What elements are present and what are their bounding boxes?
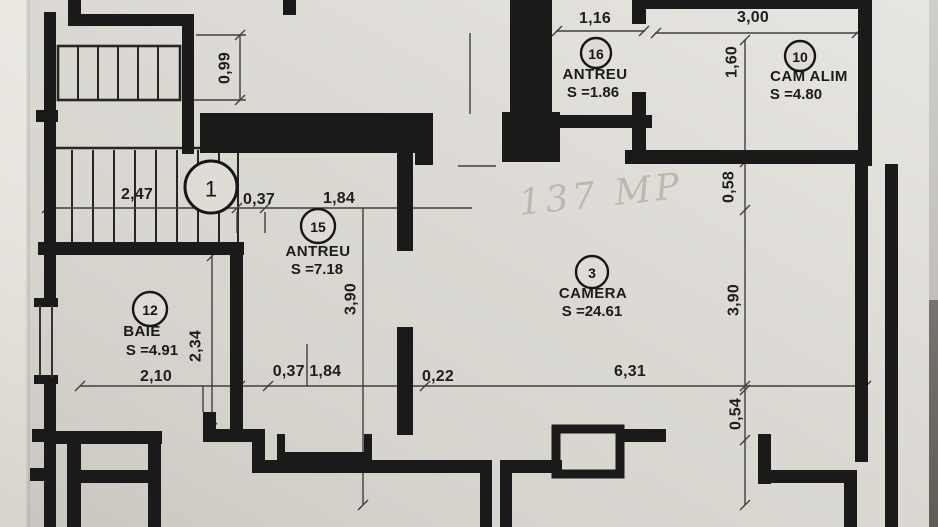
- wall-segment: [397, 153, 413, 251]
- wall-segment: [47, 431, 162, 444]
- wall-segment: [148, 444, 161, 527]
- room-area-12: S =4.91: [126, 342, 178, 359]
- wall-segment: [643, 0, 868, 9]
- room-name-12: BAIE: [123, 323, 160, 340]
- window-left: [39, 305, 53, 377]
- room-area-15: S =7.18: [291, 261, 343, 278]
- dim-label-054: 0,54: [728, 398, 745, 430]
- wall-segment: [632, 0, 646, 24]
- window-glazing-lines: [39, 305, 53, 377]
- wall-segment: [44, 382, 56, 433]
- room-circle-15: [299, 207, 337, 245]
- dim-ext-bottom: [202, 344, 308, 412]
- dim-label-160: 1,60: [724, 46, 741, 78]
- room-circle-10: [783, 39, 817, 73]
- wall-segment: [44, 122, 56, 248]
- room-circle-16: [579, 36, 613, 70]
- wall-segment: [480, 460, 492, 527]
- dimension-labels: 1,16 3,00 0,99 2,47 0,37 1,84 1,60 0,58 …: [121, 9, 769, 430]
- wall-segment: [415, 150, 433, 165]
- wall-segment: [200, 113, 433, 153]
- wall-segment: [855, 162, 868, 462]
- wall-segment: [758, 470, 857, 483]
- dim-label-390-left: 3,90: [343, 283, 360, 315]
- wall-segment: [36, 110, 58, 122]
- room-area-16: S =1.86: [567, 84, 619, 101]
- dim-label-234: 2,34: [188, 330, 205, 362]
- wall-segment: [510, 0, 552, 118]
- room-number-12: 12: [142, 302, 158, 318]
- wall-segment: [252, 460, 492, 473]
- room-area-3: S =24.61: [562, 303, 622, 320]
- room-number-1: 1: [205, 177, 217, 202]
- wall-segment: [67, 444, 81, 527]
- pillar-outline: [551, 424, 625, 479]
- dim-line-top: [556, 30, 858, 34]
- wall-segment: [625, 150, 868, 164]
- wall-segment: [38, 242, 244, 255]
- wall-segment: [397, 327, 413, 435]
- wall-segment: [283, 0, 296, 15]
- wall-segment: [885, 164, 898, 527]
- wall-segment: [844, 470, 857, 527]
- walls: [30, 0, 898, 527]
- wall-segment: [203, 412, 216, 432]
- window-sill-bottom: [34, 375, 58, 384]
- room-name-3: CAMERA: [559, 285, 627, 302]
- room-number-10: 10: [792, 49, 808, 65]
- wall-segment: [252, 429, 265, 469]
- dim-label-247: 2,47: [121, 186, 153, 203]
- wall-segment: [44, 429, 56, 527]
- wall-segment: [30, 468, 46, 481]
- dim-label-116: 1,16: [579, 10, 611, 27]
- dim-label-184: 1,84: [323, 190, 355, 207]
- wall-segment: [78, 470, 160, 483]
- dim-label-210: 2,10: [140, 368, 172, 385]
- room-area-10: S =4.80: [770, 86, 822, 103]
- wall-segment: [203, 429, 265, 442]
- wall-segment: [500, 460, 562, 473]
- room-number-3: 3: [588, 265, 596, 281]
- dim-label-390-right: 3,90: [726, 284, 743, 316]
- room-labels: 1 15 ANTREU S =7.18 12 BAIE S =4.91 3 CA…: [123, 36, 848, 359]
- wall-segment: [548, 115, 652, 128]
- wall-segment: [68, 14, 194, 26]
- wall-segment: [182, 14, 194, 154]
- dim-label-099: 0,99: [217, 52, 234, 84]
- dim-label-022: 0,22: [422, 368, 454, 385]
- dim-ticks-top: [551, 25, 863, 39]
- wall-segment: [858, 0, 872, 166]
- niche-wall: [277, 434, 285, 460]
- dim-ticks-099: [234, 29, 246, 106]
- dim-label-631: 6,31: [614, 363, 646, 380]
- wall-segment: [44, 12, 56, 122]
- room-number-16: 16: [588, 46, 604, 62]
- wall-segment: [500, 460, 512, 527]
- room-circle-3: [574, 254, 610, 290]
- dim-ticks-390-left: [357, 499, 369, 511]
- dim-label-300: 3,00: [737, 9, 769, 26]
- dim-label-058: 0,58: [721, 171, 738, 203]
- wall-segment: [618, 429, 666, 442]
- room-circle-12: [131, 290, 169, 328]
- wall-segment: [230, 242, 243, 435]
- dim-ext-hall: [458, 33, 496, 167]
- room-name-16: ANTREU: [563, 66, 628, 83]
- dim-line-099: [186, 34, 246, 101]
- room-name-15: ANTREU: [286, 243, 351, 260]
- wall-segment: [44, 255, 56, 307]
- room-name-10: CAM ALIM: [770, 68, 848, 85]
- room-number-15: 15: [310, 219, 326, 235]
- dim-label-037-184: 0,37 1,84: [273, 363, 342, 380]
- room-circle-1: [183, 159, 239, 215]
- niche-wall: [277, 452, 372, 461]
- dim-ext-mid: [236, 212, 266, 233]
- dim-label-037: 0,37: [243, 191, 275, 208]
- niche-wall: [364, 434, 372, 461]
- window-sill-top: [34, 298, 58, 307]
- stair-treads-upper: [77, 46, 159, 100]
